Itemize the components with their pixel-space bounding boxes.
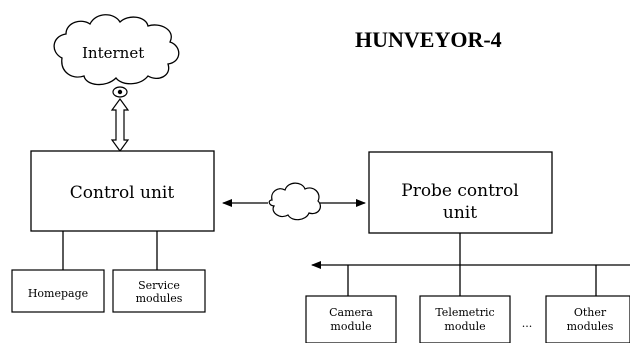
- homepage-label: Homepage: [28, 287, 88, 300]
- control-unit-label: Control unit: [70, 183, 175, 203]
- other-modules-label-line2: modules: [567, 320, 614, 333]
- probe-control-unit-label-line1: Probe control: [401, 181, 518, 201]
- probe-control-unit-box: Probe control unit: [368, 151, 553, 234]
- homepage-box: Homepage: [11, 269, 105, 313]
- service-modules-label-line2: modules: [136, 292, 183, 305]
- service-modules-label-line1: Service: [138, 279, 180, 292]
- telemetric-module-label-line1: Telemetric: [435, 306, 494, 319]
- camera-module-label-line2: module: [330, 320, 371, 333]
- wireless-link: [222, 182, 366, 221]
- wireless-cloud-icon: [268, 182, 321, 221]
- service-modules-box: Service modules: [112, 269, 206, 313]
- more-modules-ellipsis: ...: [522, 317, 533, 330]
- internet-cloud: Internet: [53, 14, 180, 98]
- camera-module-box: Camera module: [305, 295, 397, 343]
- control-unit-box: Control unit: [30, 150, 215, 232]
- probe-control-unit-label-line2: unit: [443, 203, 477, 223]
- other-modules-label-line1: Other: [574, 306, 607, 319]
- diagram-title: HUNVEYOR-4: [355, 27, 502, 52]
- telemetric-module-label-line2: module: [444, 320, 485, 333]
- internet-control-link-arrow: [110, 97, 130, 153]
- camera-module-label-line1: Camera: [329, 306, 373, 319]
- internet-label: Internet: [82, 44, 144, 62]
- other-modules-box: Other modules: [545, 295, 630, 343]
- telemetric-module-box: Telemetric module: [419, 295, 511, 343]
